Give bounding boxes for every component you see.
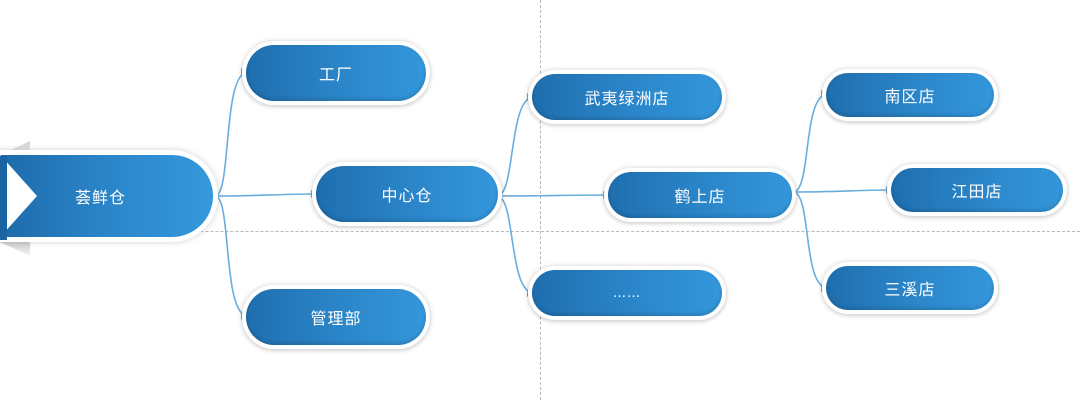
node-store-wuyi[interactable]: 武夷绿洲店 (528, 70, 726, 124)
node-store-sanxi[interactable]: 三溪店 (822, 262, 998, 314)
connector-central-wuyi (496, 96, 535, 197)
node-admin-dept[interactable]: 管理部 (242, 285, 430, 349)
horizontal-guide-line (0, 231, 1080, 232)
node-store-wuyi-label: 武夷绿洲店 (532, 74, 722, 120)
root-node-label: 荟鲜仓 (75, 188, 127, 207)
connector-heshang-sanxi (792, 191, 829, 289)
root-node[interactable]: 荟鲜仓 (0, 150, 218, 242)
node-central-warehouse[interactable]: 中心仓 (312, 162, 502, 226)
node-store-jiangtian-label: 江田店 (891, 168, 1063, 212)
node-store-jiangtian[interactable]: 江田店 (887, 164, 1067, 216)
node-store-nanqu[interactable]: 南区店 (822, 69, 998, 121)
root-tab-bar (0, 156, 7, 240)
root-node-fill: 荟鲜仓 (0, 155, 213, 237)
node-factory[interactable]: 工厂 (242, 41, 430, 105)
node-store-heshang-label: 鹤上店 (608, 172, 792, 218)
connector-root-central (214, 193, 319, 197)
connector-central-more (496, 195, 535, 294)
node-store-heshang[interactable]: 鹤上店 (604, 168, 796, 222)
node-more-stores[interactable]: …… (528, 266, 726, 320)
connector-root-admin (214, 195, 249, 317)
node-admin-dept-label: 管理部 (246, 289, 426, 345)
node-factory-label: 工厂 (246, 45, 426, 101)
connector-heshang-jiangtian (792, 189, 894, 193)
node-more-stores-label: …… (532, 270, 722, 316)
connector-root-factory (214, 71, 249, 197)
connector-central-heshang (496, 194, 611, 197)
vertical-guide-line (540, 0, 541, 400)
node-store-sanxi-label: 三溪店 (826, 266, 994, 310)
node-store-nanqu-label: 南区店 (826, 73, 994, 117)
connector-heshang-nanqu (792, 93, 829, 193)
node-central-warehouse-label: 中心仓 (316, 166, 498, 222)
